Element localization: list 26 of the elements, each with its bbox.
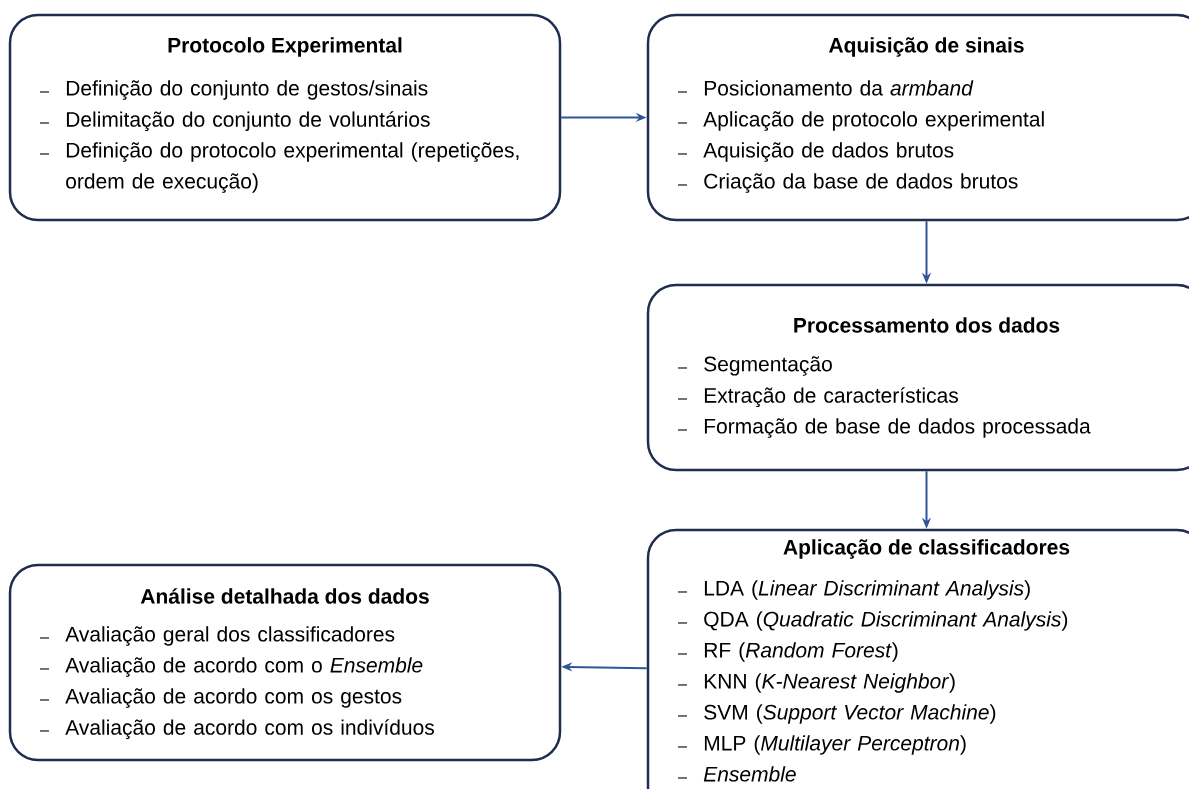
list-item: MLP (Multilayer Perceptron) [704,735,966,755]
list-item: Avaliação de acordo com os indivíduos [65,719,434,740]
list-item: RF (Random Forest) [704,642,898,662]
list-item: Posicionamento da armband [704,80,974,96]
box-heading: Análise detalhada dos dados [140,588,429,604]
box-heading: Processamento dos dados [794,317,1060,333]
box-heading: Aplicação de classificadores [783,539,1070,559]
list-item: Extração de características [704,387,958,408]
list-item: Definição do conjunto de gestos/sinais [66,80,428,100]
box-heading: Protocolo Experimental [168,37,402,57]
list-item: Ensemble [703,766,796,782]
list-item: Delimitação do conjunto de voluntários [66,111,430,132]
list-item: QDA (Quadratic Discriminant Analysis) [704,611,1068,631]
box-heading: Aquisição de sinais [829,37,1024,57]
list-item: Segmentação [704,356,832,376]
list-item: Aplicação de protocolo experimental [703,111,1044,131]
list-item: Criação da base de dados brutos [704,173,1018,193]
list-item: LDA (Linear Discriminant Analysis) [704,580,1030,600]
list-item: Avaliação geral dos classificadores [65,626,395,646]
list-item: SVM (Support Vector Machine) [704,704,996,724]
list-item: Definição do protocolo experimental (repetições, ordem de execução) [66,142,519,193]
list-item: Avaliação de acordo com os gestos [65,688,402,708]
list-item: KNN (K-Nearest Neighbor) [704,673,955,693]
list-item: Formação de base de dados processada [704,418,1091,438]
list-item: Avaliação de acordo com o Ensemble [65,657,423,677]
list-item: Aquisição de dados brutos [703,142,954,162]
